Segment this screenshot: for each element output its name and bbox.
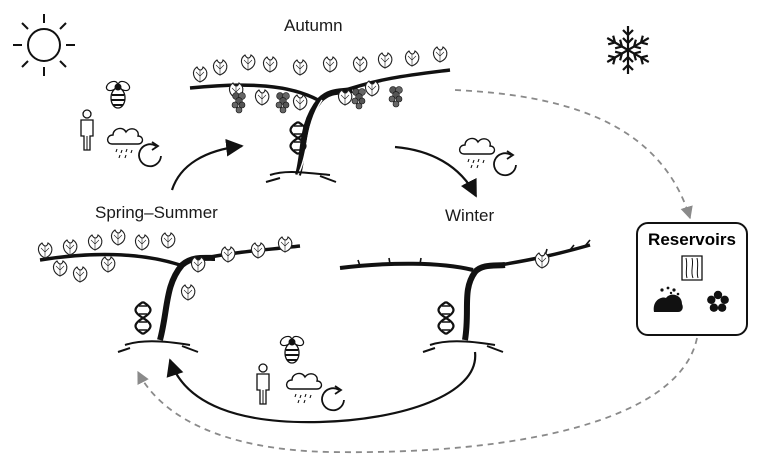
reservoir-to-vine-dashed-arrow (137, 337, 698, 454)
spring-to-autumn-arrow (170, 138, 244, 191)
sun-icon (13, 14, 75, 76)
flower-icon (707, 290, 729, 312)
label-autumn: Autumn (284, 16, 343, 35)
grapevine-icon (189, 46, 451, 183)
autumn-to-winter-arrow (394, 145, 477, 198)
reservoirs-box: Reservoirs (636, 222, 748, 336)
dna-icon (437, 300, 455, 336)
label-spring-summer: Spring–Summer (95, 203, 218, 222)
rain-cloud-icon (458, 137, 496, 169)
snowflake-icon (603, 26, 653, 76)
human-icon (80, 109, 94, 151)
bee-icon (103, 78, 133, 109)
label-winter: Winter (445, 206, 495, 225)
reservoirs-icons (653, 255, 729, 312)
human-icon (256, 363, 270, 405)
cycle-arrow-icon (321, 385, 345, 412)
cycle-arrow-icon (493, 150, 517, 177)
grapevine-icon (339, 239, 591, 353)
reservoirs-title: Reservoirs (648, 230, 736, 249)
grapevine-icon (37, 229, 301, 353)
soil-icon (653, 286, 683, 312)
rain-cloud-icon (285, 372, 323, 404)
bee-icon (277, 333, 307, 364)
cycle-arrow-icon (138, 141, 162, 168)
rain-cloud-icon (106, 127, 144, 159)
dna-icon (134, 300, 152, 336)
winter-to-spring-arrow (166, 351, 477, 424)
bark-icon (681, 255, 703, 281)
